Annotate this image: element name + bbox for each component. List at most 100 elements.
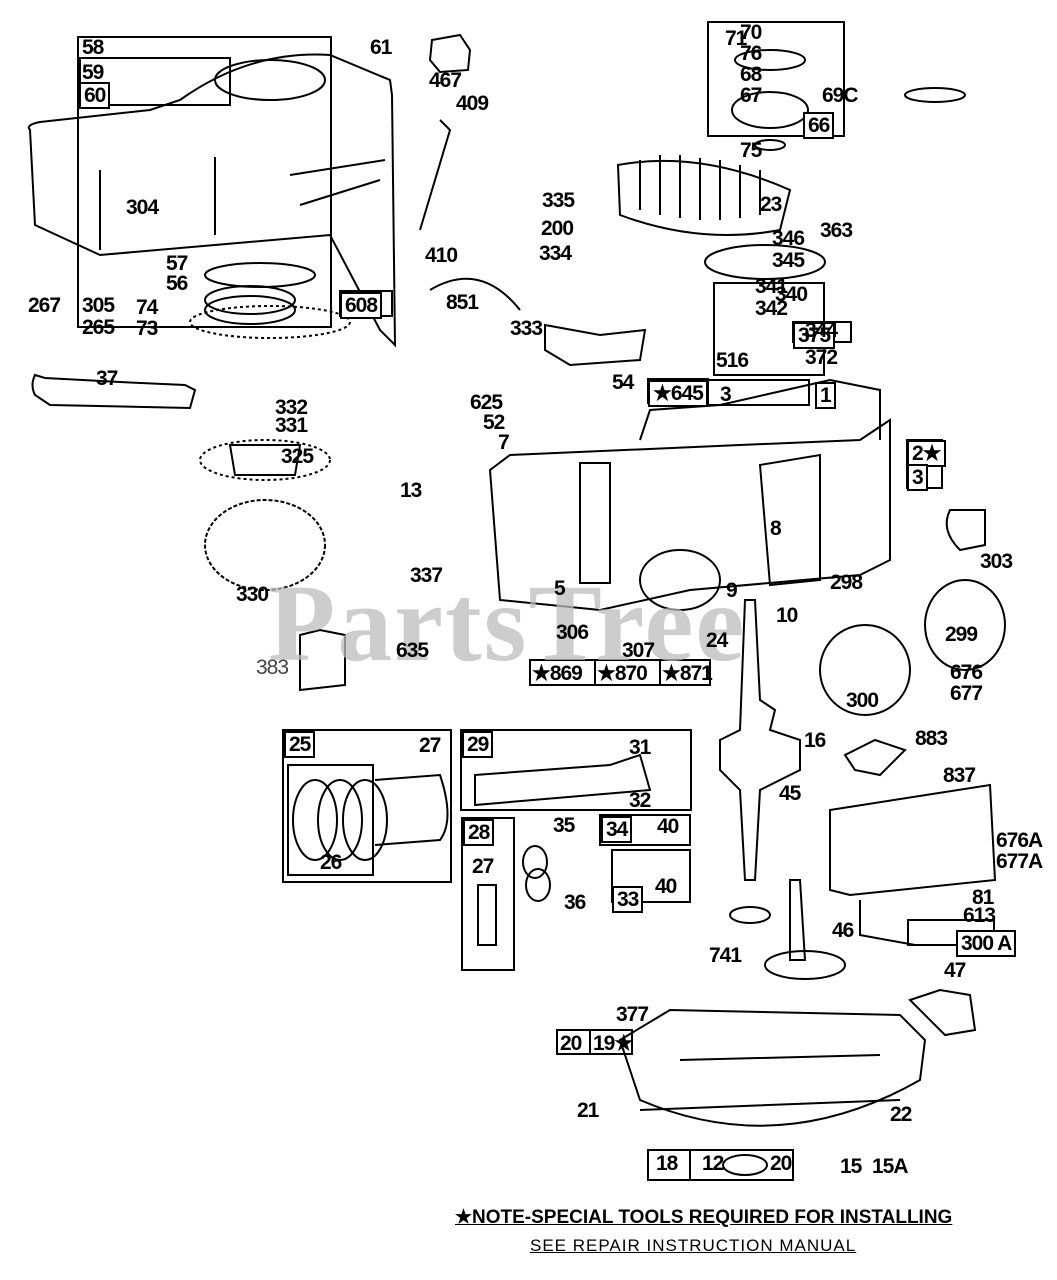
part-label-66[interactable]: 66	[803, 112, 835, 139]
part-label-69c[interactable]: 69C	[822, 84, 859, 107]
part-label-15a[interactable]: 15A	[872, 1155, 909, 1178]
part-label-741[interactable]: 741	[709, 944, 742, 967]
part-label-265[interactable]: 265	[82, 316, 115, 339]
part-label-32[interactable]: 32	[629, 789, 651, 812]
part-label-871[interactable]: ★871	[662, 662, 713, 685]
part-label-20-box[interactable]: 20	[560, 1032, 582, 1055]
part-label-75[interactable]: 75	[740, 139, 762, 162]
part-label-333[interactable]: 333	[510, 317, 543, 340]
part-label-267[interactable]: 267	[28, 294, 61, 317]
part-label-325[interactable]: 325	[281, 445, 314, 468]
part-label-60[interactable]: 60	[79, 82, 111, 109]
part-label-516[interactable]: 516	[716, 349, 749, 372]
part-label-33[interactable]: 33	[612, 886, 644, 913]
part-label-467[interactable]: 467	[429, 69, 462, 92]
part-label-676a[interactable]: 676A	[996, 829, 1043, 852]
part-label-3-top[interactable]: 3	[720, 383, 732, 406]
part-label-372[interactable]: 372	[805, 346, 838, 369]
part-label-47[interactable]: 47	[944, 959, 966, 982]
part-label-625[interactable]: 625	[470, 391, 503, 414]
part-label-40-a[interactable]: 40	[657, 815, 679, 838]
part-label-299[interactable]: 299	[945, 623, 978, 646]
part-label-375[interactable]: 375	[793, 322, 836, 349]
part-label-330[interactable]: 330	[236, 583, 269, 606]
part-label-837[interactable]: 837	[943, 764, 976, 787]
part-label-36[interactable]: 36	[564, 891, 586, 914]
part-label-52[interactable]: 52	[483, 411, 505, 434]
part-label-613[interactable]: 613	[963, 904, 996, 927]
part-label-58[interactable]: 58	[82, 36, 104, 59]
part-label-635[interactable]: 635	[396, 639, 429, 662]
part-label-25[interactable]: 25	[284, 731, 316, 758]
part-label-298[interactable]: 298	[830, 571, 863, 594]
part-label-341[interactable]: 341	[755, 275, 788, 298]
part-label-3-box[interactable]: 3	[907, 464, 928, 491]
part-label-61[interactable]: 61	[370, 36, 392, 59]
part-label-29[interactable]: 29	[462, 731, 494, 758]
part-label-59[interactable]: 59	[82, 61, 104, 84]
part-label-73[interactable]: 73	[136, 317, 158, 340]
part-label-34[interactable]: 34	[601, 816, 633, 843]
part-label-74[interactable]: 74	[136, 296, 158, 319]
part-label-46[interactable]: 46	[832, 919, 854, 942]
part-label-335[interactable]: 335	[542, 189, 575, 212]
part-label-677a[interactable]: 677A	[996, 850, 1043, 873]
part-label-332[interactable]: 332	[275, 396, 308, 419]
part-label-27-a[interactable]: 27	[419, 734, 441, 757]
part-label-16[interactable]: 16	[804, 729, 826, 752]
part-label-27-b[interactable]: 27	[472, 855, 494, 878]
part-label-377[interactable]: 377	[616, 1003, 649, 1026]
part-label-346[interactable]: 346	[772, 227, 805, 250]
part-label-340[interactable]: 340	[775, 283, 808, 306]
part-label-67[interactable]: 67	[740, 84, 762, 107]
part-label-45[interactable]: 45	[779, 782, 801, 805]
part-label-676[interactable]: 676	[950, 661, 983, 684]
part-label-200[interactable]: 200	[541, 217, 574, 240]
part-label-15[interactable]: 15	[840, 1155, 862, 1178]
part-label-608[interactable]: 608	[340, 292, 383, 319]
part-label-410[interactable]: 410	[425, 244, 458, 267]
part-label-81[interactable]: 81	[972, 886, 994, 909]
part-label-22[interactable]: 22	[890, 1103, 912, 1126]
part-label-677[interactable]: 677	[950, 682, 983, 705]
part-label-68[interactable]: 68	[740, 63, 762, 86]
part-label-40-b[interactable]: 40	[655, 875, 677, 898]
part-label-409[interactable]: 409	[456, 92, 489, 115]
part-label-76[interactable]: 76	[740, 42, 762, 65]
part-label-334[interactable]: 334	[539, 242, 572, 265]
part-label-851[interactable]: 851	[446, 291, 479, 314]
part-label-28[interactable]: 28	[463, 819, 495, 846]
part-label-5[interactable]: 5	[554, 577, 566, 600]
part-label-26[interactable]: 26	[320, 851, 342, 874]
part-label-344[interactable]: 344	[805, 319, 838, 342]
part-label-37[interactable]: 37	[96, 367, 118, 390]
part-label-10[interactable]: 10	[776, 604, 798, 627]
part-label-304[interactable]: 304	[126, 196, 159, 219]
part-label-8[interactable]: 8	[770, 517, 782, 540]
part-label-645[interactable]: ★645	[648, 380, 708, 407]
part-label-20-bottom[interactable]: 20	[770, 1152, 792, 1175]
part-label-54[interactable]: 54	[612, 371, 634, 394]
part-label-13[interactable]: 13	[400, 479, 422, 502]
part-label-306[interactable]: 306	[556, 621, 589, 644]
part-label-7[interactable]: 7	[498, 431, 510, 454]
part-label-35[interactable]: 35	[553, 814, 575, 837]
part-label-57[interactable]: 57	[166, 252, 188, 275]
part-label-300[interactable]: 300	[846, 689, 879, 712]
part-label-883[interactable]: 883	[915, 727, 948, 750]
part-label-337[interactable]: 337	[410, 564, 443, 587]
part-label-56[interactable]: 56	[166, 272, 188, 295]
part-label-869[interactable]: ★869	[532, 662, 583, 685]
part-label-23[interactable]: 23	[760, 193, 782, 216]
part-label-345[interactable]: 345	[772, 249, 805, 272]
part-label-870[interactable]: ★870	[597, 662, 648, 685]
part-label-31[interactable]: 31	[629, 736, 651, 759]
part-label-18[interactable]: 18	[656, 1152, 678, 1175]
part-label-342[interactable]: 342	[755, 297, 788, 320]
part-label-307[interactable]: 307	[622, 639, 655, 662]
part-label-305[interactable]: 305	[82, 294, 115, 317]
part-label-70[interactable]: 70	[740, 21, 762, 44]
part-label-71[interactable]: 71	[725, 27, 747, 50]
part-label-2-star[interactable]: 2★	[907, 440, 946, 467]
part-label-9[interactable]: 9	[726, 579, 738, 602]
